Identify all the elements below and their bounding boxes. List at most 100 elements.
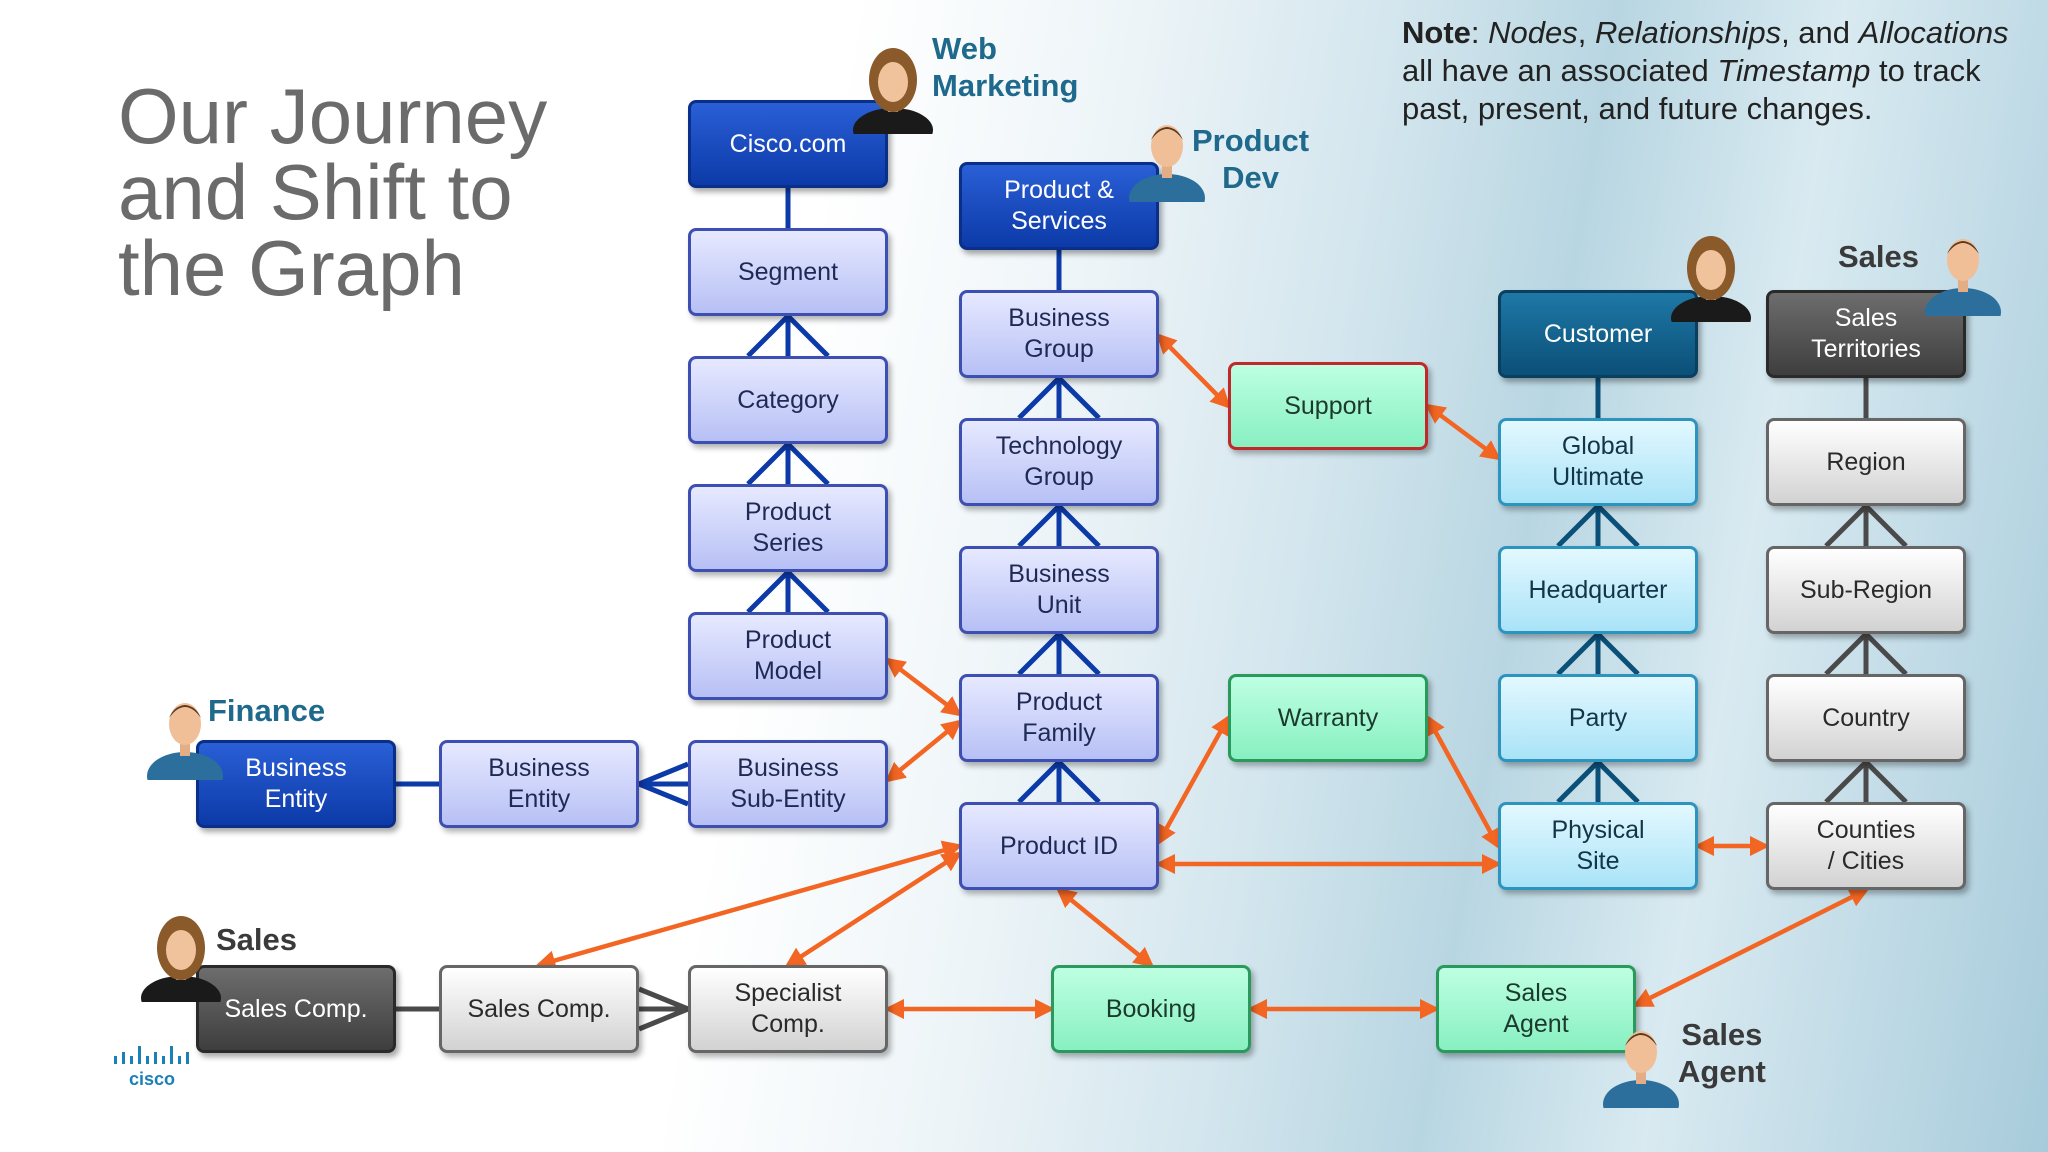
crowfoot-link (638, 761, 689, 787)
relationship-arrow (1157, 714, 1230, 846)
node-technology-group-line-2: Group (1024, 463, 1094, 491)
relationship-arrow (784, 851, 963, 968)
node-warranty-label: Warranty (1277, 703, 1379, 732)
note-allocations: Allocations (1858, 15, 2009, 50)
role-sales-bottom: Sales (216, 921, 297, 958)
note-relationships: Relationships (1594, 15, 1782, 50)
note-part-1: : (1470, 15, 1489, 50)
node-booking[interactable]: Booking (1051, 965, 1251, 1053)
crowfoot-link (638, 986, 689, 1012)
role-sales-bottom-text: Sales (216, 922, 298, 957)
node-product-services-line-2: Services (1011, 207, 1107, 235)
note-timestamp: Timestamp (1717, 53, 1871, 88)
node-region-label: Region (1826, 447, 1906, 476)
node-segment[interactable]: Segment (688, 228, 888, 316)
node-business-unit-line-2: Unit (1036, 591, 1082, 619)
node-category-label: Category (737, 385, 839, 414)
relationship-arrow (884, 719, 963, 783)
note-part-3: , (1577, 15, 1595, 50)
crowfoot-link (786, 314, 830, 358)
node-country-label: Country (1822, 703, 1910, 732)
role-web-marketing-line-2: Marketing (932, 68, 1079, 103)
node-product-services[interactable]: Product &Services (959, 162, 1159, 250)
crowfoot-link (1017, 632, 1061, 676)
relationship-arrow (535, 840, 963, 971)
crowfoot-link (1057, 632, 1101, 676)
node-business-entity-line-2: Entity (507, 785, 571, 813)
node-customer[interactable]: Customer (1498, 290, 1698, 378)
node-business-unit-line-1: Business (1008, 560, 1110, 588)
node-category[interactable]: Category (688, 356, 888, 444)
node-product-model-line-2: Model (753, 657, 823, 685)
crowfoot-link (1864, 504, 1908, 548)
node-product-id[interactable]: Product ID (959, 802, 1159, 890)
node-sales-territories-line-1: Sales (1834, 304, 1898, 332)
relationship-arrow (1424, 403, 1502, 461)
node-region[interactable]: Region (1766, 418, 1966, 506)
node-booking-label: Booking (1105, 994, 1197, 1023)
node-support[interactable]: Support (1228, 362, 1428, 450)
node-sales-agent-line-2: Agent (1503, 1010, 1569, 1038)
node-sub-region[interactable]: Sub-Region (1766, 546, 1966, 634)
node-business-sub-entity-line-1: Business (737, 754, 839, 782)
relationship-arrow (884, 657, 963, 717)
node-sales-comp-dark[interactable]: Sales Comp. (196, 965, 396, 1053)
node-product-series-line-2: Series (752, 529, 824, 557)
crowfoot-link (1057, 376, 1101, 420)
node-counties-cities-label: Counties/ Cities (1817, 815, 1916, 877)
node-counties-cities[interactable]: Counties/ Cities (1766, 802, 1966, 890)
node-headquarter[interactable]: Headquarter (1498, 546, 1698, 634)
crowfoot-link (1864, 632, 1908, 676)
role-finance: Finance (208, 692, 325, 729)
man-avatar-icon (1603, 1031, 1679, 1108)
node-party[interactable]: Party (1498, 674, 1698, 762)
node-cisco-com[interactable]: Cisco.com (688, 100, 888, 188)
node-product-series-line-1: Product (744, 498, 832, 526)
title-line-1: Our Journey (118, 72, 548, 160)
crowfoot-link (786, 570, 830, 614)
slide-title: Our Journey and Shift to the Graph (118, 72, 638, 307)
node-sales-comp[interactable]: Sales Comp. (439, 965, 639, 1053)
node-global-ultimate-line-2: Ultimate (1552, 463, 1644, 491)
crowfoot-link (638, 1006, 689, 1032)
node-global-ultimate-line-1: Global (1561, 432, 1635, 460)
node-finance-business-entity-line-1: Business (245, 754, 347, 782)
node-business-group-line-1: Business (1008, 304, 1110, 332)
crowfoot-link (1556, 760, 1600, 804)
node-country[interactable]: Country (1766, 674, 1966, 762)
node-specialist-comp-line-2: Comp. (751, 1010, 825, 1038)
node-warranty[interactable]: Warranty (1228, 674, 1428, 762)
node-finance-business-entity-line-2: Entity (264, 785, 328, 813)
role-sales-agent-line-2: Agent (1678, 1054, 1766, 1089)
crowfoot-link (746, 570, 790, 614)
man-avatar-icon (147, 703, 223, 780)
node-product-model-line-1: Product (744, 626, 832, 654)
crowfoot-link (1556, 504, 1600, 548)
crowfoot-link (1596, 504, 1640, 548)
woman-avatar-icon (853, 48, 933, 134)
woman-avatar-icon (141, 916, 221, 1002)
